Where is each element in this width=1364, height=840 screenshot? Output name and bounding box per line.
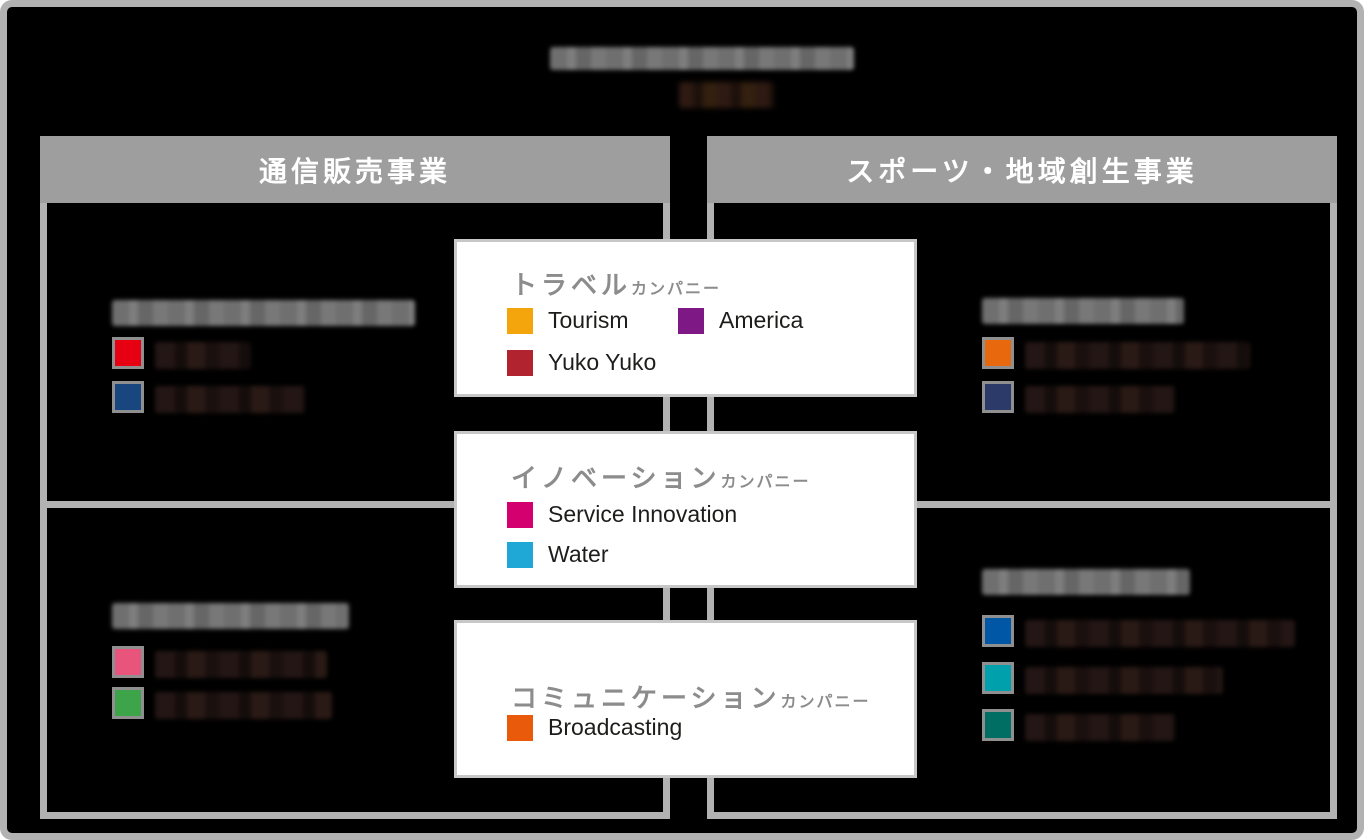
legend-swatch [507, 308, 533, 334]
brand-label-redacted [155, 692, 332, 719]
card-title: イノベーションカンパニー [511, 458, 811, 495]
panel-divider [714, 501, 1330, 508]
card-title-main: イノベーション [511, 463, 721, 493]
brand-swatch [112, 381, 144, 413]
legend-item-tourism: Tourism [507, 307, 677, 334]
card-travel-company: トラベルカンパニー Tourism America Yuko Yuko [454, 239, 917, 397]
brand-swatch [112, 646, 144, 678]
card-title-suffix: カンパニー [631, 281, 722, 298]
section-header-label: スポーツ・地域創生事業 [846, 155, 1198, 187]
legend-label: Tourism [548, 307, 629, 333]
legend-item-america: America [678, 307, 848, 334]
brand-swatch [982, 381, 1014, 413]
card-innovation-company: イノベーションカンパニー Service Innovation Water [454, 431, 917, 588]
brand-label-redacted [155, 386, 305, 413]
company-heading-redacted [982, 569, 1190, 595]
brand-label-redacted [1025, 386, 1175, 413]
legend-item-broadcasting: Broadcasting [507, 714, 767, 741]
card-communication-company: コミュニケーションカンパニー Broadcasting [454, 620, 917, 778]
brand-swatch [112, 337, 144, 369]
legend-label: America [719, 307, 804, 333]
diagram-subtitle-logo-redacted [679, 82, 774, 108]
card-title: トラベルカンパニー [511, 265, 721, 302]
card-title-suffix: カンパニー [780, 694, 871, 711]
legend-label: Service Innovation [548, 501, 738, 527]
company-heading-redacted [112, 603, 349, 629]
brand-label-redacted [1025, 620, 1295, 647]
section-header-label: 通信販売事業 [258, 155, 451, 187]
brand-label-redacted [155, 342, 251, 369]
legend-label: Water [548, 541, 609, 567]
card-title-suffix: カンパニー [720, 474, 811, 491]
card-title-main: コミュニケーション [511, 683, 781, 713]
legend-label: Yuko Yuko [548, 349, 657, 375]
brand-label-redacted [155, 651, 327, 678]
legend-swatch [507, 502, 533, 528]
brand-swatch [982, 337, 1014, 369]
legend-swatch [507, 542, 533, 568]
panel-divider [47, 501, 663, 508]
brand-swatch [982, 615, 1014, 647]
company-heading-redacted [112, 300, 415, 326]
legend-swatch [507, 715, 533, 741]
section-header-sports-regional-business: スポーツ・地域創生事業 [707, 136, 1337, 203]
legend-item-service-innovation: Service Innovation [507, 501, 807, 528]
company-heading-redacted [982, 298, 1184, 324]
brand-swatch [112, 687, 144, 719]
brand-label-redacted [1025, 667, 1223, 694]
diagram-title-redacted [550, 47, 854, 70]
brand-swatch [982, 662, 1014, 694]
legend-item-water: Water [507, 541, 707, 568]
brand-swatch [982, 709, 1014, 741]
brand-label-redacted [1025, 714, 1175, 741]
legend-swatch [507, 350, 533, 376]
legend-swatch [678, 308, 704, 334]
card-title-main: トラベル [511, 270, 632, 300]
brand-label-redacted [1025, 342, 1250, 369]
section-header-mail-order-business: 通信販売事業 [40, 136, 670, 203]
legend-label: Broadcasting [548, 714, 683, 740]
card-title: コミュニケーションカンパニー [511, 678, 871, 715]
legend-item-yuko-yuko: Yuko Yuko [507, 349, 707, 376]
